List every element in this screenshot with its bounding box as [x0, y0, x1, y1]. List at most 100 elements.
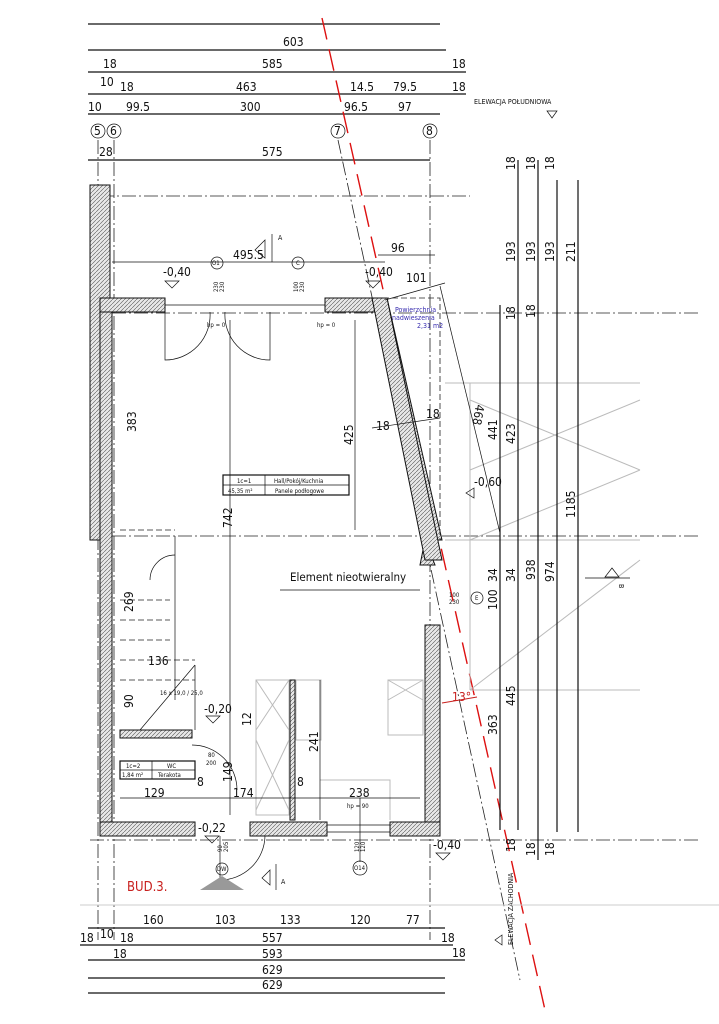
dim: 383 — [125, 411, 139, 432]
dim: 629 — [262, 963, 283, 977]
dim: 12 — [240, 712, 254, 726]
axis-label: 8 — [426, 124, 433, 138]
dim: 18 — [80, 931, 94, 945]
dim: 193 — [524, 241, 538, 262]
opening-size: 100 — [293, 281, 300, 292]
overhang-note: 2,31 m2 — [417, 322, 443, 330]
dim: 193 — [504, 241, 518, 262]
dim: 629 — [262, 978, 283, 992]
section-label: A — [281, 878, 286, 886]
opening-size: 120 — [354, 841, 361, 852]
dim: 585 — [262, 57, 283, 71]
dim: 28 — [99, 145, 113, 159]
section-label: B — [617, 584, 625, 588]
section-a-marker-icon — [254, 234, 273, 262]
dim: 241 — [307, 731, 321, 752]
dim: 18 — [543, 842, 557, 856]
level-triangle-icon — [465, 487, 475, 499]
sill-height: hp = 0 — [207, 322, 226, 329]
room-floor: Panele podłogowe — [275, 488, 325, 495]
elevation-marker-icon — [546, 110, 558, 119]
dim: 18 — [376, 419, 390, 433]
section-a-marker-icon — [261, 864, 277, 890]
section-label: A — [278, 234, 283, 242]
plan-labels: A 495.5 96 101 -0,40 -0,40 O1 230 230 hp… — [112, 234, 502, 895]
dim: 18 — [524, 304, 538, 318]
dim: 300 — [240, 100, 261, 114]
dim: 14.5 — [350, 80, 374, 94]
level-triangle-icon — [365, 280, 381, 289]
dim: 103 — [215, 913, 236, 927]
dim: 10 — [88, 100, 102, 114]
grid-lines — [90, 17, 700, 1011]
dim: 18 — [452, 946, 466, 960]
dim: 8 — [297, 775, 304, 789]
interior — [120, 261, 501, 881]
dim: 18 — [103, 57, 117, 71]
dim: 423 — [504, 423, 518, 444]
dim: 742 — [221, 507, 235, 528]
level-triangle-icon — [205, 715, 221, 724]
dim: 974 — [543, 561, 557, 582]
dim: 363 — [486, 714, 500, 735]
level-mark: -0,40 — [365, 265, 393, 279]
section-b-marker-icon — [585, 567, 630, 579]
dim: 18 — [504, 838, 518, 852]
dim: 557 — [262, 931, 283, 945]
overhang-note: nadwieszenia — [392, 314, 435, 322]
room-number: 1c=1 — [237, 478, 251, 485]
dim: 18 — [543, 156, 557, 170]
dim: 269 — [122, 591, 136, 612]
dim: 441 — [486, 419, 500, 440]
dim: 10 — [100, 75, 114, 89]
dim: 18 — [524, 842, 538, 856]
building-label: BUD.3. — [127, 880, 167, 895]
dim: 445 — [504, 685, 518, 706]
axis-label: 5 — [94, 124, 101, 138]
entry-arrow-icon — [200, 876, 244, 890]
opening-size: 120 — [360, 841, 367, 852]
opening-size: 230 — [299, 281, 306, 292]
dim: 149 — [221, 761, 235, 782]
dim: 18 — [504, 306, 518, 320]
dim-603: 603 — [283, 35, 304, 49]
door-size: 90 — [217, 845, 224, 852]
dim: 100 — [486, 589, 500, 610]
axis-label: 7 — [334, 124, 341, 138]
terrace-outline — [445, 382, 641, 691]
dim: 18 — [426, 407, 440, 421]
level-mark: -0,22 — [198, 821, 226, 835]
sill-height: hp = 0 — [317, 322, 336, 329]
dim: 938 — [524, 559, 538, 580]
dim: 18 — [441, 931, 455, 945]
dim: 18 — [113, 947, 127, 961]
door-size: 205 — [223, 842, 230, 852]
dim: 18 — [504, 156, 518, 170]
dim: 193 — [543, 241, 557, 262]
walls — [89, 184, 443, 837]
bottom-dimensions: 160 103 133 120 77 18 10 18 557 18 18 59… — [80, 904, 719, 994]
elevation-label: ELEWACJA ZACHODNIA — [507, 872, 515, 945]
dim: 238 — [349, 786, 370, 800]
elevation-marker-icon — [494, 934, 503, 946]
room-tag-wc: 1c=2 WC 1,84 m² Terakota — [119, 760, 196, 780]
opening-tag: E — [475, 595, 479, 602]
room-name: Hall/Pokój/Kuchnia — [274, 478, 323, 485]
dim: 18 — [452, 80, 466, 94]
dim: 495.5 — [233, 248, 264, 262]
room-number: 1c=2 — [126, 763, 140, 770]
dim: 463 — [236, 80, 257, 94]
dim: 96 — [391, 241, 405, 255]
opening-size: 230 — [219, 281, 226, 292]
dim: 79.5 — [393, 80, 417, 94]
dim: 97 — [398, 100, 412, 114]
dim: 174 — [233, 786, 254, 800]
axis-label: 6 — [110, 124, 117, 138]
dim: 575 — [262, 145, 283, 159]
dim: 34 — [504, 568, 518, 582]
fixed-element-label: Element nieotwieralny — [290, 570, 406, 584]
dim: 101 — [406, 271, 427, 285]
angle-label: 13° — [452, 690, 471, 704]
level-mark: -0,60 — [474, 475, 502, 489]
